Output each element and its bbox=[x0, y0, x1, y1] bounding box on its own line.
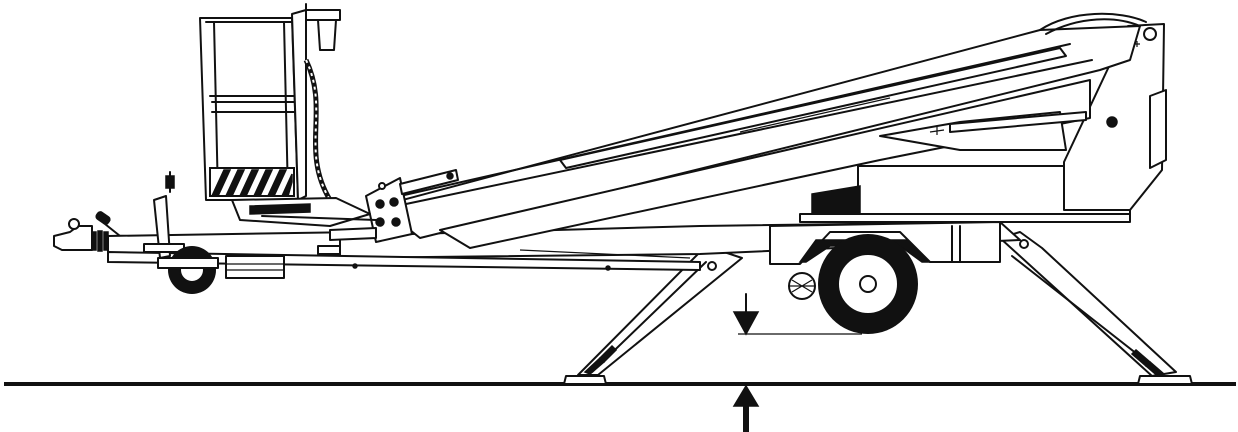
up-arrow-icon bbox=[732, 384, 760, 432]
overrun-bellows bbox=[91, 230, 109, 252]
clearance-marker bbox=[732, 293, 862, 336]
telescopic-boom bbox=[379, 12, 1147, 249]
down-arrow-icon bbox=[732, 311, 760, 336]
basket-hazard-stripes bbox=[209, 167, 295, 197]
basket-hose bbox=[303, 58, 333, 202]
turntable bbox=[799, 165, 1131, 223]
rear-light bbox=[788, 272, 816, 300]
rear-outrigger bbox=[999, 231, 1193, 385]
work-basket bbox=[199, 3, 377, 227]
boom-base-bracket bbox=[317, 169, 459, 255]
access-steps bbox=[225, 255, 285, 279]
road-wheel bbox=[818, 234, 918, 334]
jockey-wheel bbox=[143, 171, 219, 294]
ground-line bbox=[4, 382, 1236, 386]
boom-pivot-tower bbox=[1063, 23, 1167, 211]
